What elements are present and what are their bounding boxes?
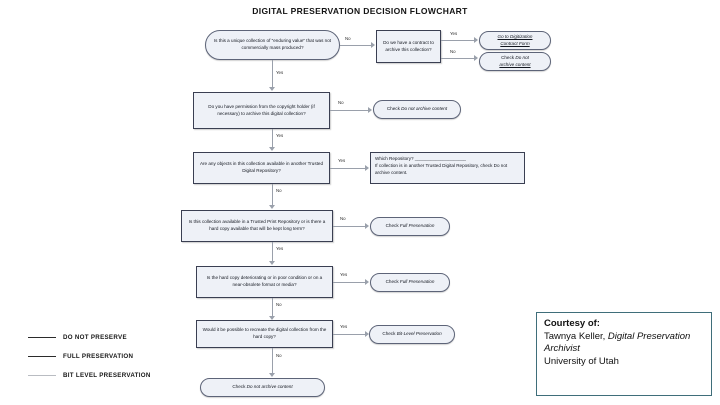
- edge-q7-yes: [333, 334, 365, 335]
- edge-q6-yes-arrow: [365, 279, 369, 285]
- courtesy-name-role: Tawnya Keller, Digital Preservation Arch…: [544, 331, 704, 356]
- node-q3: Do you have permission from the copyrigh…: [193, 92, 330, 129]
- node-q5: Is this collection available in a Truste…: [181, 210, 333, 242]
- courtesy-box: Courtesy of: Tawnya Keller, Digital Pres…: [536, 312, 712, 396]
- courtesy-name: Tawnya Keller,: [544, 330, 608, 342]
- node-q6-label: Is the hard copy deteriorating or in poo…: [206, 275, 323, 287]
- node-check-do-not-archive-2-label: Check Do not archive content: [386, 106, 448, 112]
- node-check-do-not-archive-1: Check Do not archive content: [479, 52, 551, 71]
- edge-q4-yes-arrow: [365, 165, 369, 171]
- node-check-do-not-archive-2: Check Do not archive content: [373, 100, 461, 119]
- edge-label-q2-no: No: [450, 49, 456, 54]
- edge-q1-q3: [272, 60, 273, 89]
- edge-label-q6-yes: Yes: [340, 272, 348, 277]
- node-check-do-not-archive-3: Check Do not archive content: [200, 378, 325, 397]
- node-q1-label: Is this a unique collection of "enduring…: [213, 38, 332, 50]
- node-q2: Do we have a contract to archive this co…: [376, 30, 441, 63]
- edge-q5-q6-arrow: [269, 261, 275, 265]
- courtesy-role: Digital Preservation Archivist: [544, 330, 691, 355]
- node-digitization-label: Go to Digitization Contract Form: [497, 33, 533, 46]
- legend-item-full-preservation: FULL PRESERVATION: [28, 347, 203, 366]
- edge-q3-q4-arrow: [269, 147, 275, 151]
- legend-label-do-not-preserve: DO NOT PRESERVE: [63, 334, 127, 341]
- node-check-full-preservation-2: Check Full Preservation: [370, 273, 450, 292]
- node-q4: Are any objects in this collection avail…: [193, 152, 330, 184]
- edge-label-q3-yes: Yes: [276, 133, 284, 138]
- edge-label-q3-no: No: [338, 100, 344, 105]
- edge-q6-q7: [272, 298, 273, 318]
- edge-q2-yes-arrow: [474, 37, 478, 43]
- edge-label-q5-yes: Yes: [276, 246, 284, 251]
- edge-q5-q6: [272, 242, 273, 263]
- legend: DO NOT PRESERVE FULL PRESERVATION BIT LE…: [28, 328, 203, 385]
- node-q6: Is the hard copy deteriorating or in poo…: [196, 266, 333, 298]
- edge-q6-yes: [333, 282, 365, 283]
- node-which-repository: Which Repository? ____________________ I…: [370, 152, 525, 184]
- edge-q7-end-arrow: [269, 373, 275, 377]
- node-q4-label: Are any objects in this collection avail…: [199, 161, 324, 173]
- courtesy-org: University of Utah: [544, 355, 619, 367]
- edge-label-q1-yes: Yes: [276, 70, 284, 75]
- node-check-do-not-archive-3-label: Check Do not archive content: [232, 384, 293, 390]
- edge-label-q4-no: No: [276, 188, 282, 193]
- node-check-do-not-archive-1-label: Check Do not archive content: [499, 54, 531, 67]
- node-q5-label: Is this collection available in a Truste…: [188, 219, 326, 231]
- edge-q2-no: [441, 58, 474, 59]
- legend-blank-line-icon: [28, 337, 56, 338]
- edge-label-q5-no: No: [340, 216, 346, 221]
- edge-q4-yes: [330, 168, 365, 169]
- node-q3-label: Do you have permission from the copyrigh…: [208, 103, 315, 116]
- legend-blank-line-icon: [28, 356, 56, 357]
- node-full-preservation-2-label: Check Full Preservation: [385, 279, 435, 285]
- legend-blank-line-icon: [28, 375, 56, 376]
- node-which-repository-label: Which Repository? ____________________ I…: [375, 156, 508, 175]
- node-q1: Is this a unique collection of "enduring…: [205, 30, 340, 60]
- edge-q1-q2-arrow: [371, 42, 375, 48]
- legend-label-full-preservation: FULL PRESERVATION: [63, 353, 134, 360]
- edge-q4-q5-arrow: [269, 205, 275, 209]
- edge-label-q7-yes: Yes: [340, 324, 348, 329]
- edge-q4-q5: [272, 184, 273, 207]
- legend-label-bit-level-preservation: BIT LEVEL PRESERVATION: [63, 372, 151, 379]
- edge-q2-yes: [441, 40, 474, 41]
- page-title: DIGITAL PRESERVATION DECISION FLOWCHART: [252, 6, 468, 16]
- edge-label-q1-no: No: [345, 36, 351, 41]
- edge-q3-no: [330, 110, 368, 111]
- edge-q5-no-arrow: [365, 223, 369, 229]
- node-bit-level-label: Check Bit-Level Preservation: [382, 331, 442, 337]
- legend-item-do-not-preserve: DO NOT PRESERVE: [28, 328, 203, 347]
- edge-q5-no: [333, 226, 365, 227]
- edge-q2-no-arrow: [474, 55, 478, 61]
- edge-q3-no-arrow: [368, 107, 372, 113]
- edge-label-q7-no: No: [276, 353, 282, 358]
- edge-q1-q3-arrow: [269, 87, 275, 91]
- edge-q7-end: [272, 348, 273, 375]
- edge-label-q2-yes: Yes: [450, 31, 458, 36]
- legend-item-bit-level-preservation: BIT LEVEL PRESERVATION: [28, 366, 203, 385]
- node-check-bit-level-preservation: Check Bit-Level Preservation: [369, 325, 455, 344]
- node-go-to-digitization-contract-form: Go to Digitization Contract Form: [479, 31, 551, 50]
- edge-q6-q7-arrow: [269, 316, 275, 320]
- edge-label-q4-yes: Yes: [338, 158, 346, 163]
- edge-q3-q4: [272, 129, 273, 149]
- node-q2-label: Do we have a contract to archive this co…: [383, 39, 434, 52]
- node-q7: Would it be possible to recreate the dig…: [196, 320, 333, 348]
- edge-label-q6-no: No: [276, 302, 282, 307]
- edge-q7-yes-arrow: [365, 331, 369, 337]
- edge-q1-q2: [340, 45, 371, 46]
- node-full-preservation-1-label: Check Full Preservation: [385, 223, 435, 229]
- courtesy-heading: Courtesy of:: [544, 318, 600, 329]
- node-check-full-preservation-1: Check Full Preservation: [370, 217, 450, 236]
- node-q7-label: Would it be possible to recreate the dig…: [202, 327, 327, 339]
